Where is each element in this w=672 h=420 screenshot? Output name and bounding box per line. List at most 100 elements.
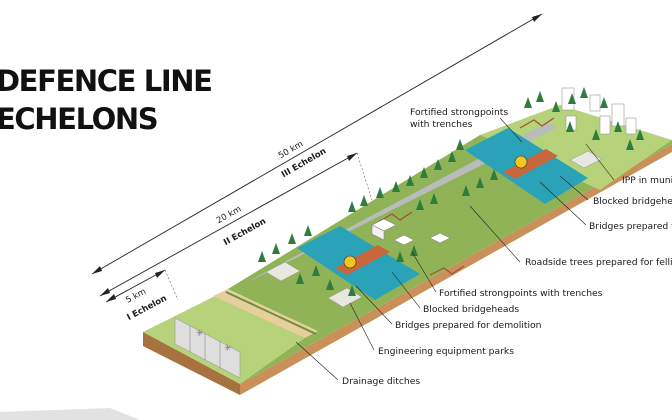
equipment-park xyxy=(569,150,603,169)
trenches xyxy=(377,117,555,276)
tree-icon xyxy=(476,177,484,188)
label-ipp: IPP in munic xyxy=(622,175,672,186)
tree-icon xyxy=(462,185,470,196)
leader-fortified-mid xyxy=(411,251,437,293)
arrow-head xyxy=(92,266,102,274)
tree-icon xyxy=(348,201,356,212)
tree-icon xyxy=(600,97,608,108)
fence: ✳ ✳ xyxy=(174,317,241,379)
label-fortified-top: Fortified strongpoints xyxy=(410,107,508,118)
barrier-icon: ✳ xyxy=(196,329,204,339)
corner-shape xyxy=(0,408,140,420)
leader-fortified-top xyxy=(499,117,523,143)
house xyxy=(393,234,415,246)
distance-arrows xyxy=(91,13,543,303)
tree-icon xyxy=(420,167,428,178)
tree-icon xyxy=(258,251,266,262)
annotations: Fortified strongpoints with trenches IPP… xyxy=(342,107,672,387)
label-roadside: Roadside trees prepared for felling xyxy=(525,257,672,268)
tree-icon xyxy=(392,181,400,192)
echelon-2-name: II Echelon xyxy=(222,217,268,248)
leader-bridges-right xyxy=(539,181,587,226)
arrow-head xyxy=(155,270,165,278)
tree-icon xyxy=(410,245,418,256)
bridges xyxy=(335,149,558,275)
fence-panel xyxy=(174,317,241,379)
label-drainage: Drainage ditches xyxy=(342,376,420,387)
trench-line xyxy=(429,265,465,276)
tree-icon xyxy=(272,243,280,254)
title-line-2: ECHELONS xyxy=(0,102,159,136)
drainage-ditch xyxy=(225,291,317,335)
tree-icon xyxy=(580,87,588,98)
tree-icon xyxy=(626,139,634,150)
leader-drainage xyxy=(295,341,339,381)
label-blocked-right: Blocked bridgehead xyxy=(593,196,672,207)
label-bridges-mid: Bridges prepared for demolition xyxy=(395,320,542,331)
tree-icon xyxy=(536,91,544,102)
tree-icon xyxy=(304,225,312,236)
sand-strip xyxy=(213,289,318,338)
arrow-5km xyxy=(105,269,166,303)
arrow-head xyxy=(100,288,110,296)
guide-dashed xyxy=(356,152,373,201)
label-bridges-right: Bridges prepared for demol xyxy=(589,221,672,232)
tree-icon xyxy=(396,251,404,262)
tree-icon xyxy=(568,93,576,104)
leader-blocked-right xyxy=(559,175,589,201)
echelon-1-distance: 5 km xyxy=(124,287,148,306)
building xyxy=(599,115,611,135)
label-fortified-mid: Fortified strongpoints with trenches xyxy=(439,288,603,299)
leader-engineering xyxy=(349,302,375,351)
title-line-1: DEFENCE LINE xyxy=(0,64,213,98)
tree-icon xyxy=(566,121,574,132)
arrow-head xyxy=(532,14,542,22)
city-buildings xyxy=(561,87,637,135)
leader-blocked-mid xyxy=(391,271,421,309)
tree-icon xyxy=(456,139,464,150)
front-strip-field xyxy=(143,296,305,384)
tree-icon xyxy=(434,159,442,170)
tree-icon xyxy=(490,169,498,180)
label-fortified-top-2: with trenches xyxy=(410,119,473,130)
leader-roadside xyxy=(469,205,521,263)
arrow-50km xyxy=(91,13,543,275)
soil-side xyxy=(143,332,240,395)
tree-icon xyxy=(592,129,600,140)
arrow-head xyxy=(347,153,357,161)
arrow-head xyxy=(106,294,116,302)
echelon-2-distance: 20 km xyxy=(215,204,243,226)
trench-line xyxy=(519,117,555,129)
trees xyxy=(258,87,644,296)
tree-icon xyxy=(614,121,622,132)
tree-icon xyxy=(416,199,424,210)
arrow-20km xyxy=(99,152,358,297)
guide-dashed xyxy=(164,269,179,301)
barrier-icon: ✳ xyxy=(224,344,232,354)
tree-icon xyxy=(288,233,296,244)
echelon-3-distance: 50 km xyxy=(277,139,305,161)
tree-icon xyxy=(524,97,532,108)
bridge-right xyxy=(503,149,558,179)
house-wall xyxy=(371,224,385,241)
explosive-icon xyxy=(343,255,357,269)
house xyxy=(429,232,451,244)
building xyxy=(625,117,637,135)
tree-icon xyxy=(348,285,356,296)
tree-icon xyxy=(312,265,320,276)
tree-icon xyxy=(430,193,438,204)
equipment-park xyxy=(265,261,301,282)
tree-icon xyxy=(636,129,644,140)
explosive-icon xyxy=(514,155,528,169)
leader-ipp xyxy=(585,143,615,181)
tree-icon xyxy=(360,195,368,206)
tree-icon xyxy=(296,273,304,284)
tree-icon xyxy=(406,175,414,186)
tree-icon xyxy=(376,187,384,198)
label-engineering: Engineering equipment parks xyxy=(378,346,514,357)
label-blocked-mid: Blocked bridgeheads xyxy=(423,304,519,315)
tree-icon xyxy=(552,101,560,112)
building xyxy=(589,94,601,112)
